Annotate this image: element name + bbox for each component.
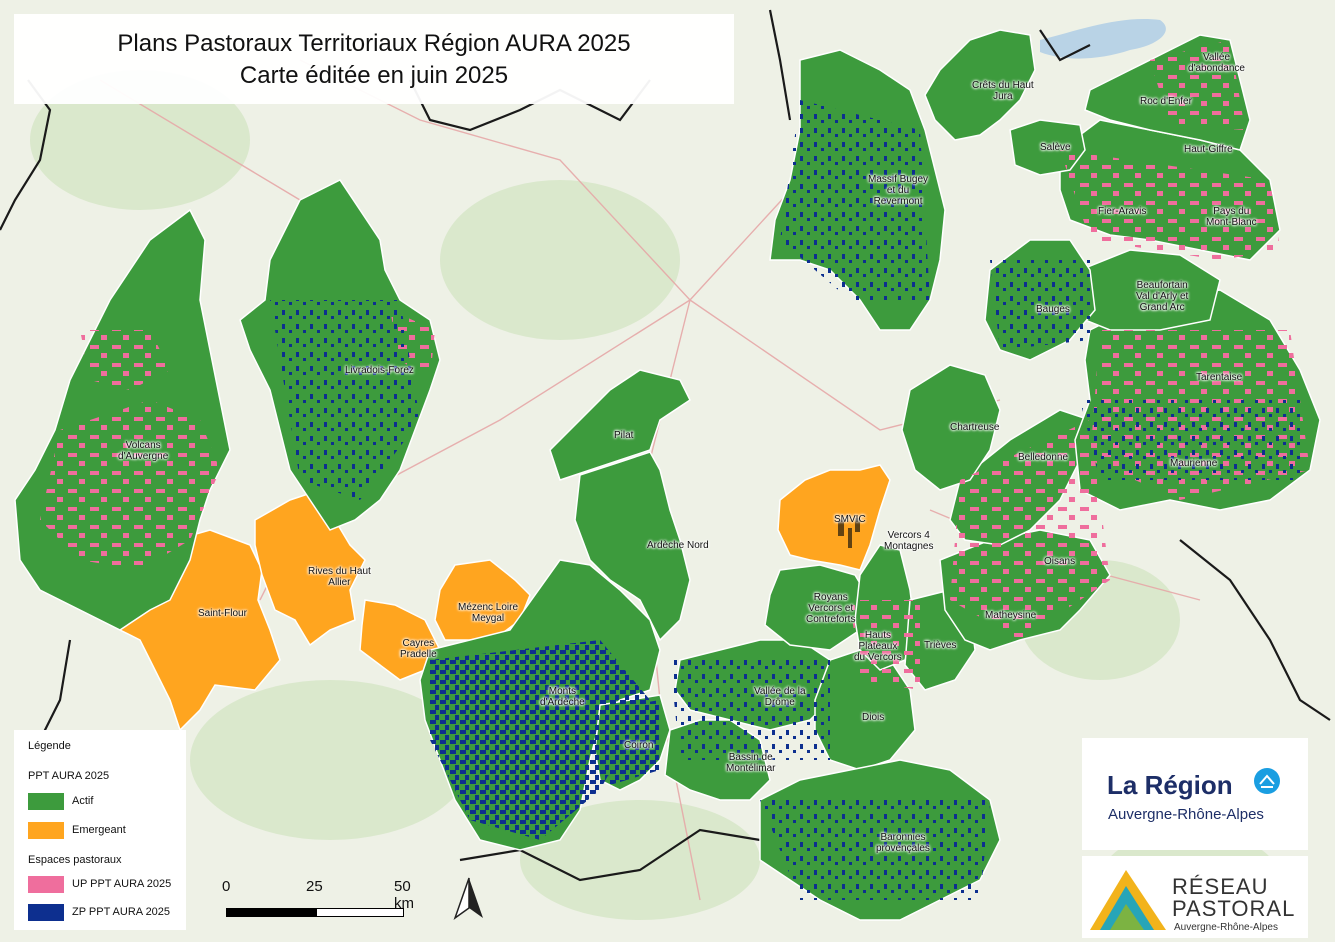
scale-tick-0: 0: [222, 878, 231, 895]
title-line-2: Carte éditée en juin 2025: [239, 62, 509, 89]
label-oisans: Oisans: [1044, 556, 1076, 567]
label-mont-blanc: Pays du Mont-Blanc: [1206, 206, 1257, 228]
label-bauges: Bauges: [1036, 304, 1070, 315]
map-legend: Légende PPT AURA 2025 Actif Emergeant Es…: [14, 730, 186, 930]
legend-group-ppt: PPT AURA 2025: [28, 770, 110, 782]
label-haut-giffre: Haut-Giffre: [1184, 144, 1233, 155]
label-massif-bugey: Massif Bugey et du Revermont: [868, 174, 929, 207]
legend-group-espaces: Espaces pastoraux: [28, 854, 122, 866]
legend-label-up: UP PPT AURA 2025: [72, 878, 172, 890]
label-saleve: Salève: [1040, 142, 1071, 153]
label-pilat: Pilat: [614, 430, 634, 441]
label-tarentaise: Tarentaise: [1196, 372, 1243, 383]
label-vercors-4-montagnes: Vercors 4 Montagnes: [884, 530, 934, 552]
label-bassin-montelimar: Bassin de Montélimar: [726, 752, 776, 774]
label-roc-enfer: Roc d'Enfer: [1140, 96, 1192, 107]
legend-swatch-zp: [28, 904, 64, 921]
legend-swatch-up: [28, 876, 64, 893]
label-fier-aravis: Fier-Aravis: [1098, 206, 1147, 217]
label-matheysine: Matheysine: [985, 610, 1037, 621]
label-ardeche-nord: Ardèche Nord: [647, 540, 709, 551]
map-title: Plans Pastoraux Territoriaux Région AURA…: [14, 14, 734, 104]
label-chartreuse: Chartreuse: [950, 422, 1000, 433]
label-vallee-drome: Vallée de la Drôme: [754, 686, 806, 708]
legend-swatch-emergeant: [28, 822, 64, 839]
label-mezenc: Mézenc Loire Meygal: [458, 602, 519, 624]
label-belledonne: Belledonne: [1018, 452, 1069, 463]
label-trieves: Trièves: [924, 640, 957, 651]
logo-region-sub: Auvergne-Rhône-Alpes: [1108, 806, 1264, 823]
logo-reseau-pastoral: RÉSEAU PASTORAL Auvergne-Rhône-Alpes: [1082, 856, 1308, 938]
label-hauts-plateaux: Hauts Plateaux du Vercors: [854, 630, 902, 663]
region-badge-icon: [1254, 768, 1280, 794]
legend-title: Légende: [28, 740, 71, 752]
mountain-logo-icon: [1090, 870, 1166, 930]
scale-segment-black: [226, 908, 316, 917]
legend-swatch-actif: [28, 793, 64, 810]
legend-label-emergeant: Emergeant: [72, 824, 126, 836]
zp-overlay: [270, 100, 1300, 900]
legend-label-zp: ZP PPT AURA 2025: [72, 906, 171, 918]
logo-reseau-word: RÉSEAU: [1172, 874, 1269, 899]
label-rives-haut-allier: Rives du Haut Allier: [308, 566, 371, 588]
label-coiron: Coiron: [624, 740, 654, 751]
logo-pastoral-word: PASTORAL: [1172, 896, 1296, 921]
zp-overlay-dense: [430, 640, 660, 840]
scale-tick-50: 50 km: [394, 878, 414, 912]
label-maurienne: Maurienne: [1170, 458, 1218, 469]
label-monts-ardeche: Monts d'Ardèche: [540, 686, 585, 708]
scale-tick-25: 25: [306, 878, 323, 895]
logo-region-name: La Région: [1107, 770, 1233, 800]
label-livradois: Livradois-Forez: [345, 365, 414, 376]
label-beaufortain: Beaufortain Val d'Arly et Grand Arc: [1136, 280, 1189, 313]
label-royans: Royans Vercors et Contreforts: [806, 592, 856, 625]
label-saint-flour: Saint-Flour: [198, 608, 247, 619]
logo-la-region: La Région Auvergne-Rhône-Alpes: [1082, 738, 1308, 850]
label-crets-haut-jura: Crêts du Haut Jura: [972, 80, 1034, 102]
label-cayres-pradelle: Cayres Pradelle: [400, 638, 437, 660]
label-smvic: SMVIC: [834, 514, 866, 525]
logo-reseau-region: Auvergne-Rhône-Alpes: [1174, 922, 1278, 933]
north-arrow-icon: [453, 877, 483, 920]
label-volcans: Volcans d'Auvergne: [118, 440, 169, 462]
label-vallee-abondance: Vallée d'abondance: [1188, 52, 1245, 74]
legend-label-actif: Actif: [72, 795, 94, 807]
label-diois: Diois: [862, 712, 885, 723]
title-line-1: Plans Pastoraux Territoriaux Région AURA…: [117, 30, 631, 57]
scale-segment-white: [316, 908, 404, 917]
label-baronnies: Baronnies provençales: [876, 832, 930, 854]
